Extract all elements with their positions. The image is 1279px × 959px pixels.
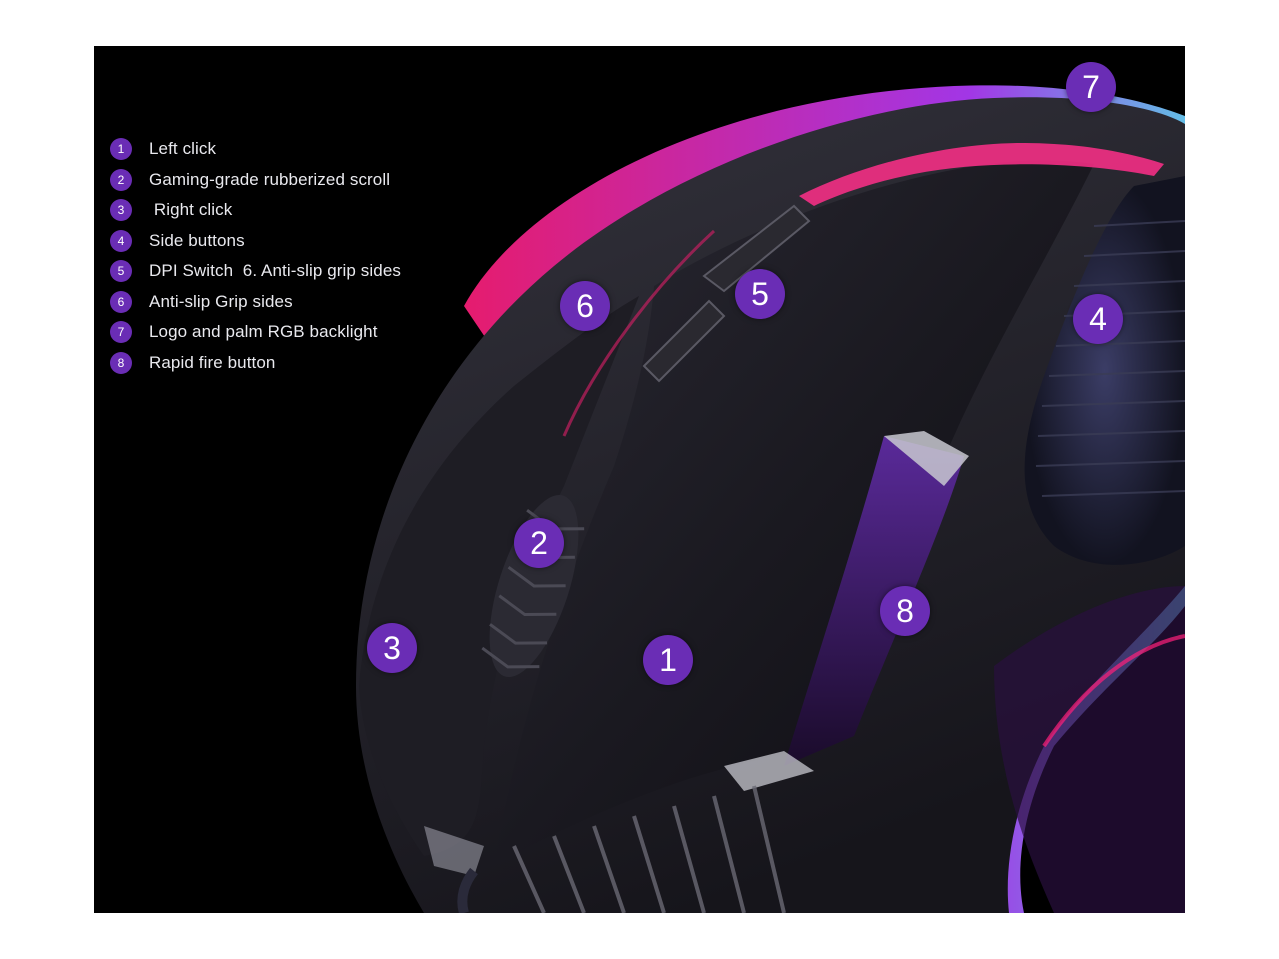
feature-legend: 1 Left click 2 Gaming-grade rubberized s…: [110, 134, 401, 378]
marker-2-scroll: 2: [514, 518, 564, 568]
legend-item: 3 Right click: [110, 195, 401, 226]
legend-number-badge: 1: [110, 138, 132, 161]
rapid-fire-button: [784, 436, 964, 766]
legend-label: Rapid fire button: [149, 352, 276, 372]
legend-item: 6 Anti-slip Grip sides: [110, 287, 401, 318]
left-click-panel: [494, 160, 1094, 867]
legend-number-badge: 8: [110, 351, 132, 374]
marker-4-side-buttons: 4: [1073, 294, 1123, 344]
legend-item: 2 Gaming-grade rubberized scroll: [110, 165, 401, 196]
legend-number-badge: 6: [110, 290, 132, 313]
marker-8-rapid-fire: 8: [880, 586, 930, 636]
marker-1-left-click: 1: [643, 635, 693, 685]
legend-label: Side buttons: [149, 230, 245, 250]
legend-item: 4 Side buttons: [110, 226, 401, 257]
legend-number-badge: 7: [110, 321, 132, 344]
side-grip: [1024, 176, 1185, 565]
legend-label: Gaming-grade rubberized scroll: [149, 169, 391, 189]
mouse-cable: [457, 867, 479, 913]
legend-label: Left click: [149, 139, 217, 159]
marker-3-right-click: 3: [367, 623, 417, 673]
legend-number-badge: 2: [110, 168, 132, 191]
legend-label: Anti-slip Grip sides: [149, 291, 293, 311]
top-rgb-strip: [799, 142, 1164, 206]
right-click-panel: [359, 296, 639, 856]
dpi-minus-button: [702, 204, 811, 293]
legend-label: DPI Switch 6. Anti-slip grip sides: [149, 261, 401, 281]
legend-label: Right click: [149, 200, 233, 220]
legend-number-badge: 5: [110, 260, 132, 283]
marker-5-dpi-switch: 5: [735, 269, 785, 319]
legend-item: 7 Logo and palm RGB backlight: [110, 317, 401, 348]
legend-number-badge: 3: [110, 199, 132, 222]
legend-item: 5 DPI Switch 6. Anti-slip grip sides: [110, 256, 401, 287]
legend-label: Logo and palm RGB backlight: [149, 322, 378, 342]
marker-7-logo-rgb: 7: [1066, 62, 1116, 112]
dpi-plus-button: [642, 299, 726, 383]
legend-item: 1 Left click: [110, 134, 401, 165]
product-image: 1 Left click 2 Gaming-grade rubberized s…: [94, 46, 1185, 913]
marker-6-grip-sides: 6: [560, 281, 610, 331]
legend-number-badge: 4: [110, 229, 132, 252]
legend-item: 8 Rapid fire button: [110, 348, 401, 379]
front-vent: [512, 785, 786, 913]
